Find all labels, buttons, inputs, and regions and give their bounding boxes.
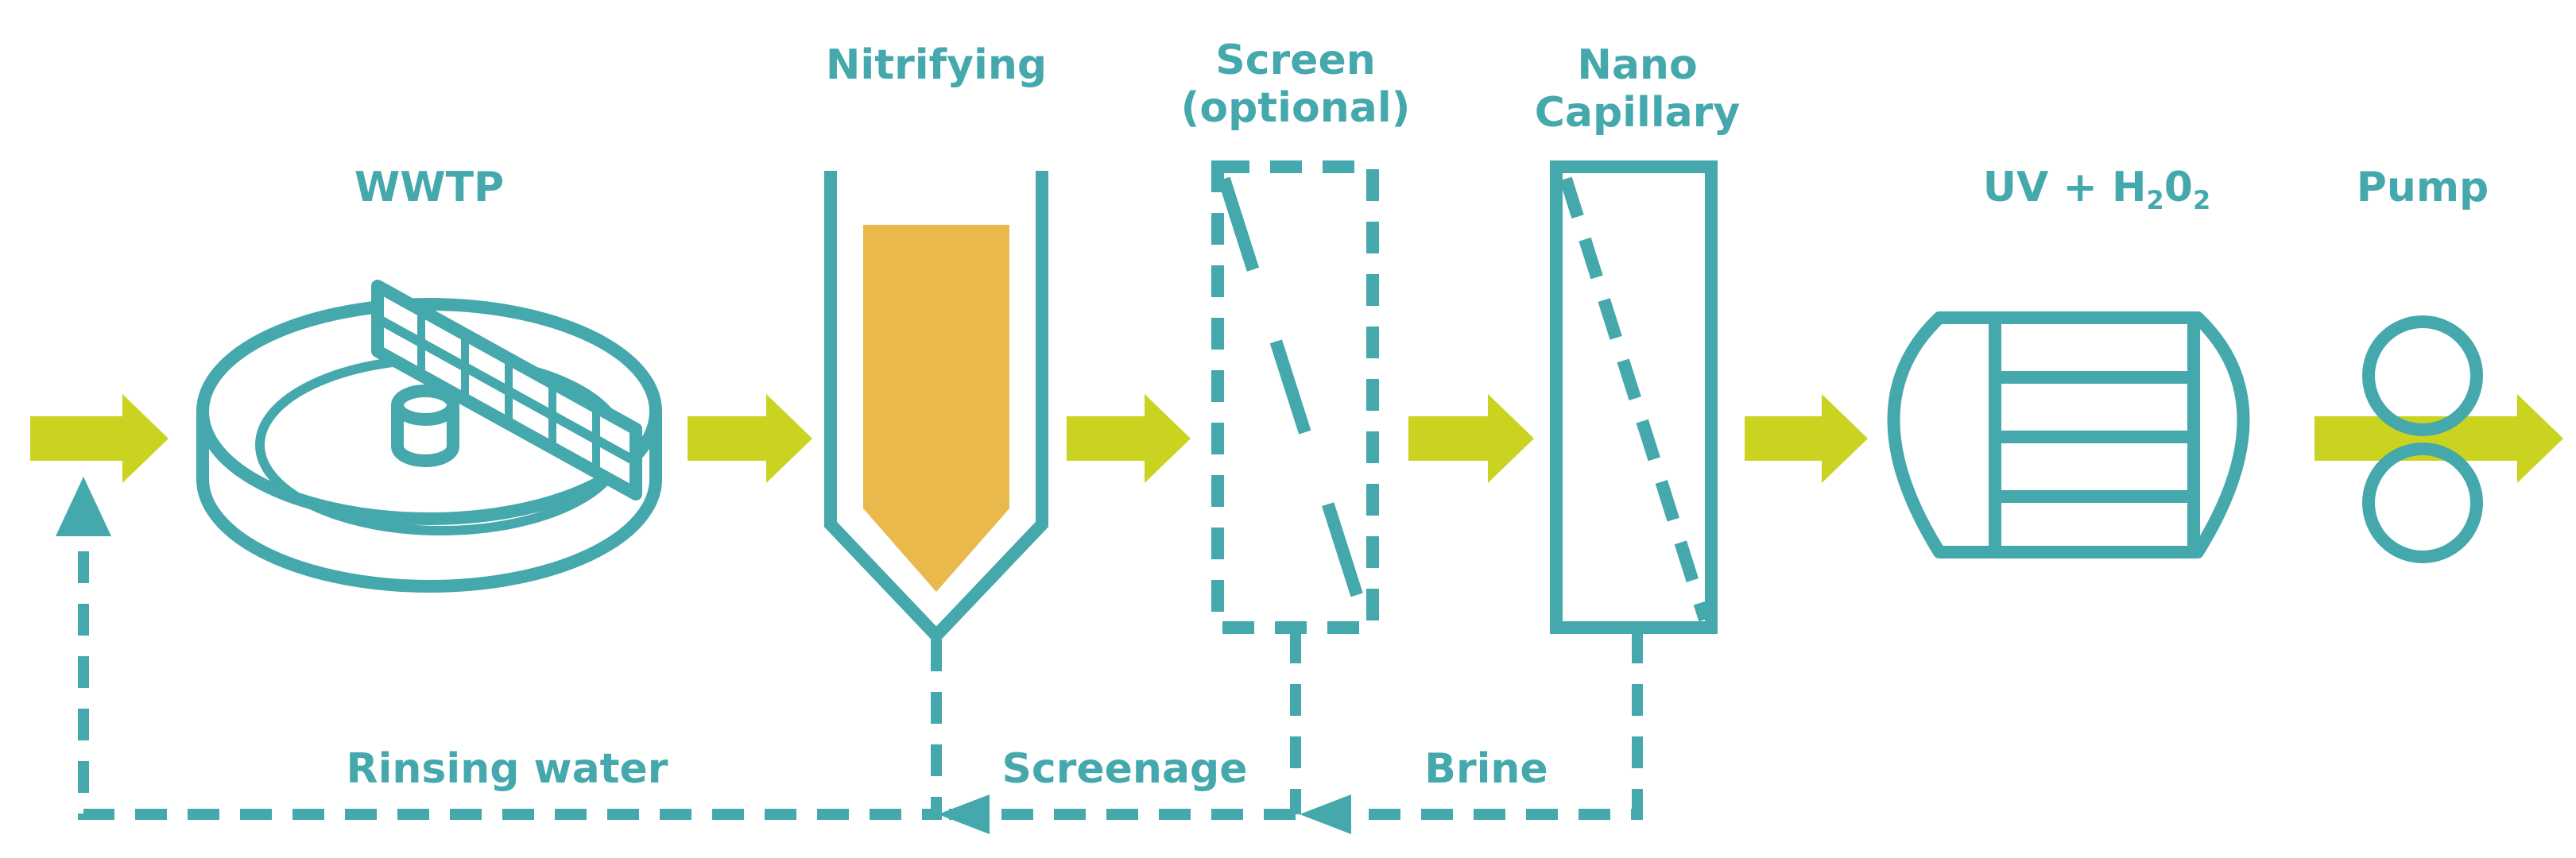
- nitrifying-vessel-icon: [824, 171, 1048, 645]
- uv-reactor-icon: [1887, 311, 2250, 558]
- return-arrowheads: [56, 477, 1351, 834]
- pump-icon: [2362, 315, 2483, 563]
- screen-label-line1: Screen: [1215, 37, 1376, 84]
- brine-label: Brine: [1424, 745, 1548, 793]
- flow-arrow-inlet: [30, 394, 169, 483]
- nitrifying-label: Nitrifying: [825, 41, 1048, 89]
- nano-capillary-membrane-icon: [1550, 160, 1718, 634]
- flow-arrow-outlet: [2315, 394, 2563, 483]
- flow-arrow-nano-to-uv: [1745, 394, 1868, 483]
- uv-label-main: UV + H: [1982, 164, 2147, 211]
- uv-h2o2-label: UV + H202: [1982, 164, 2210, 213]
- screenage-label: Screenage: [1001, 745, 1248, 793]
- pump-label: Pump: [2356, 164, 2489, 211]
- nano-label-line1: Nano: [1577, 41, 1698, 89]
- rinsing-water-label: Rinsing water: [346, 745, 668, 793]
- wwtp-label: WWTP: [354, 164, 505, 211]
- brine-arrowhead: [1300, 794, 1351, 834]
- nano-capillary-label: Nano Capillary: [1535, 41, 1741, 137]
- return-flow-lines: [78, 536, 1643, 820]
- flow-arrows: [30, 394, 2563, 483]
- screen-label: Screen (optional): [1181, 37, 1411, 132]
- uv-label-sub2: 2: [2192, 185, 2211, 215]
- flow-arrow-screen-to-nano: [1408, 394, 1534, 483]
- clarifier-tank-icon: [196, 280, 662, 593]
- uv-label-sub1: 2: [2146, 185, 2164, 215]
- flow-arrow-nitrifying-to-screen: [1067, 394, 1191, 483]
- screen-label-line2: (optional): [1180, 84, 1411, 132]
- rinsing-water-arrowhead: [56, 477, 111, 536]
- flow-arrow-wwtp-to-nitrifying: [688, 394, 812, 483]
- uv-label-mid: 0: [2163, 164, 2193, 211]
- screen-filter-icon: [1211, 160, 1379, 634]
- screenage-arrowhead: [938, 794, 990, 834]
- nano-label-line2: Capillary: [1534, 89, 1741, 137]
